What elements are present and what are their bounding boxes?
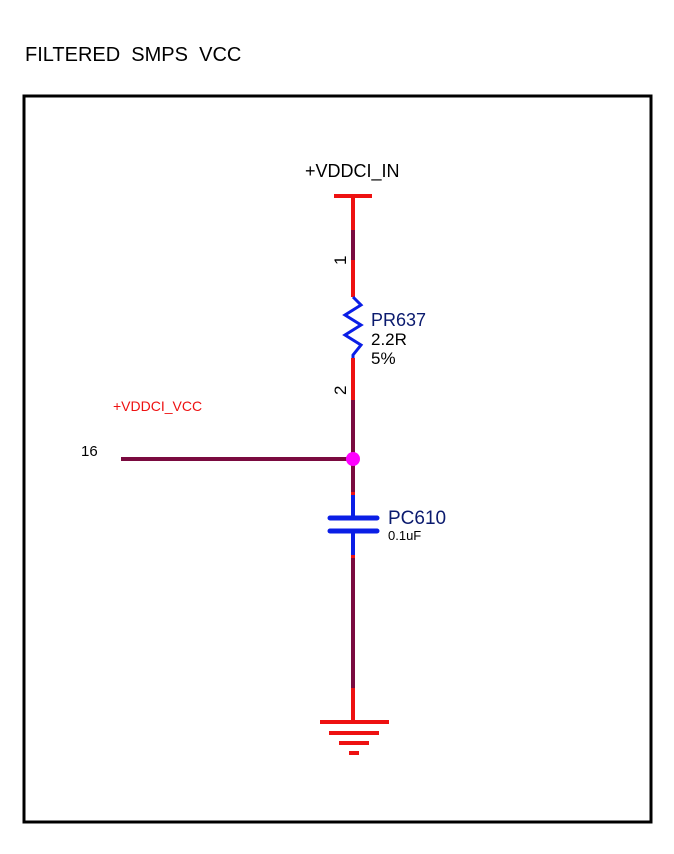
power-net-label: +VDDCI_IN <box>305 161 400 182</box>
resistor-symbol[interactable] <box>342 295 364 358</box>
junction-dot <box>346 452 360 466</box>
resistor-designator: PR637 <box>371 310 426 330</box>
sheet-title: FILTERED SMPS VCC <box>25 44 241 66</box>
net-label: +VDDCI_VCC <box>113 398 202 414</box>
net-pin-number: 16 <box>81 443 98 460</box>
sheet-frame <box>22 94 653 824</box>
pin-number-2: 2 <box>331 386 350 395</box>
resistor-tolerance: 5% <box>371 349 396 368</box>
pin-number-1: 1 <box>331 256 350 265</box>
ground-icon[interactable] <box>320 688 389 755</box>
resistor-value: 2.2R <box>371 330 407 349</box>
capacitor-designator: PC610 <box>388 508 446 529</box>
capacitor-value: 0.1uF <box>388 528 421 543</box>
